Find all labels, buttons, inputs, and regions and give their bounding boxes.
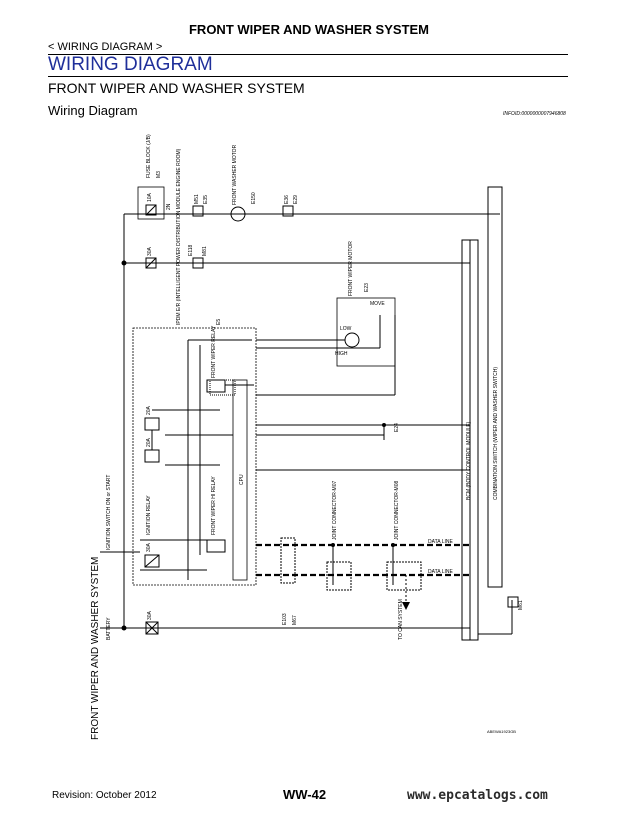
info-id: INFOID:0000000007946808 (503, 111, 566, 117)
fuse-20a-b: 20A (146, 437, 152, 447)
fuse-30a-bot: 30A (147, 610, 153, 620)
wiper-move-label: MOVE (370, 301, 385, 307)
wiper-conn: E23 (364, 283, 370, 292)
diagram-vertical-title: FRONT WIPER AND WASHER SYSTEM (90, 557, 101, 740)
conn-m67: M67 (292, 615, 298, 625)
header-rule (48, 54, 568, 55)
fuse-30a-mid: 30A (146, 542, 152, 552)
footer-watermark: www.epcatalogs.com (407, 788, 548, 803)
conn-m81: M81 (202, 246, 208, 256)
section-rule (48, 76, 568, 77)
sub-subtitle: Wiring Diagram (48, 103, 138, 118)
conn-e118: E118 (188, 244, 194, 256)
joint-connector-m08: JOINT CONNECTOR-M08 (394, 481, 400, 540)
footer-page-number: WW-42 (283, 787, 327, 802)
subtitle: FRONT WIPER AND WASHER SYSTEM (48, 80, 305, 96)
fuse-block-conn: M3 (156, 171, 162, 178)
can-system-label: TO CAN SYSTEM (398, 599, 404, 640)
front-washer-motor-label: FRONT WASHER MOTOR (232, 144, 238, 205)
conn-e29: E29 (293, 195, 299, 204)
front-wiper-motor-label: FRONT WIPER MOTOR (348, 241, 354, 296)
section-title: WIRING DIAGRAM (48, 54, 213, 75)
drawing-number: ABEWA1923GB (487, 729, 516, 734)
data-line-label-1: DATA LINE (428, 539, 453, 545)
joint-connector-m07: JOINT CONNECTOR-M07 (332, 481, 338, 540)
fuse-30a-top: 30A (147, 246, 153, 256)
fuse-20a-a: 20A (146, 405, 152, 415)
conn-e36: E36 (284, 195, 290, 204)
footer-revision: Revision: October 2012 (52, 790, 157, 801)
conn-e24: E24 (394, 423, 400, 432)
breadcrumb[interactable]: < WIRING DIAGRAM > (48, 41, 163, 53)
battery-label: BATTERY (106, 617, 112, 640)
page-header-title: FRONT WIPER AND WASHER SYSTEM (188, 22, 430, 37)
wiper-high-label: HIGH (335, 351, 348, 357)
front-wiper-hi-relay-label: FRONT WIPER HI RELAY (211, 476, 217, 535)
conn-e103: E103 (282, 613, 288, 625)
pin-2n: 2N (166, 203, 172, 210)
data-line-label-2: DATA LINE (428, 569, 453, 575)
front-wiper-relay-label: FRONT WIPER RELAY (211, 325, 217, 378)
conn-e35: E35 (203, 195, 209, 204)
ipdm-conn1: E5 (216, 319, 222, 325)
conn-m61: M61 (518, 600, 524, 610)
combination-switch-label: COMBINATION SWITCH (WIPER AND WASHER SWI… (493, 367, 499, 500)
conn-m51: M51 (194, 194, 200, 204)
ignition-relay-label: IGNITION RELAY (146, 495, 152, 535)
wiper-low-label: LOW (340, 326, 352, 332)
cpu-label: CPU (239, 474, 245, 485)
ipdm-label: IPDM E/R (INTELLIGENT POWER DISTRIBUTION… (176, 148, 182, 325)
ignition-switch-label: IGNITION SWITCH ON or START (106, 475, 112, 550)
fuse-block-label: FUSE BLOCK (J/B) (146, 134, 152, 178)
bcm-label: BCM (BODY CONTROL MODULE) (466, 421, 472, 500)
washer-conn: E150 (251, 192, 257, 204)
fuse-10a: 10A (147, 192, 153, 202)
